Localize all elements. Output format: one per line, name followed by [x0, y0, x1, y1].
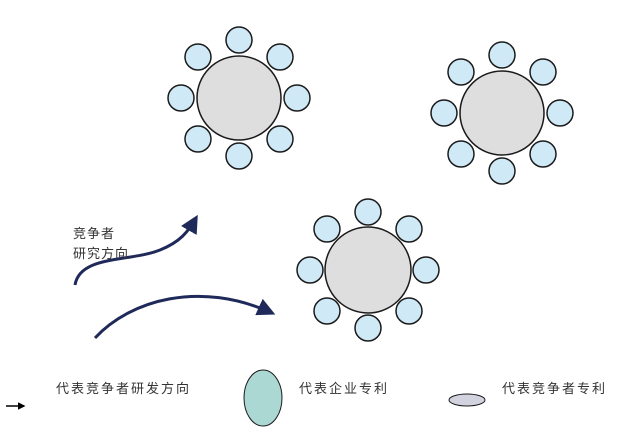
- legend-label-competitor-direction: 代表竞争者研发方向: [56, 382, 192, 397]
- legend-label-enterprise-patent: 代表企业专利: [299, 382, 390, 397]
- competitor-patent-node: [225, 142, 253, 170]
- legend-competitor-patent-icon: [448, 393, 486, 407]
- competitor-patent-node: [266, 43, 294, 71]
- competitor-patent-node: [167, 84, 195, 112]
- arrow-label-line1: 竞争者: [73, 227, 116, 242]
- competitor-patent-node: [488, 41, 516, 69]
- competitor-patent-node: [395, 215, 423, 243]
- legend-enterprise-patent-icon: [243, 369, 283, 427]
- competitor-patent-node: [529, 58, 557, 86]
- competitor-patent-node: [313, 215, 341, 243]
- legend-label-competitor-patent: 代表竞争者专利: [502, 382, 608, 397]
- patent-cluster: [167, 26, 311, 170]
- competitor-patent-node: [546, 99, 574, 127]
- competitor-patent-node: [266, 125, 294, 153]
- competitor-direction-arrow-upper: [73, 214, 198, 286]
- competitor-patent-node: [283, 84, 311, 112]
- competitor-patent-node: [447, 140, 475, 168]
- competitor-patent-node: [184, 125, 212, 153]
- patent-cluster: [430, 41, 574, 185]
- enterprise-patent-node: [459, 70, 545, 156]
- competitor-patent-node: [412, 256, 440, 284]
- competitor-patent-node: [313, 297, 341, 325]
- competitor-patent-node: [488, 157, 516, 185]
- patent-cluster: [296, 198, 440, 342]
- competitor-patent-node: [296, 256, 324, 284]
- arrow-label-line2: 研究方向: [73, 247, 130, 262]
- competitor-patent-node: [430, 99, 458, 127]
- competitor-patent-node: [447, 58, 475, 86]
- competitor-patent-node: [395, 297, 423, 325]
- competitor-patent-node: [354, 198, 382, 226]
- competitor-patent-node: [184, 43, 212, 71]
- competitor-direction-arrow-lower: [93, 294, 276, 340]
- enterprise-patent-node: [196, 55, 282, 141]
- competitor-patent-node: [354, 314, 382, 342]
- competitor-patent-node: [529, 140, 557, 168]
- enterprise-patent-node: [324, 226, 412, 314]
- competitor-patent-node: [225, 26, 253, 54]
